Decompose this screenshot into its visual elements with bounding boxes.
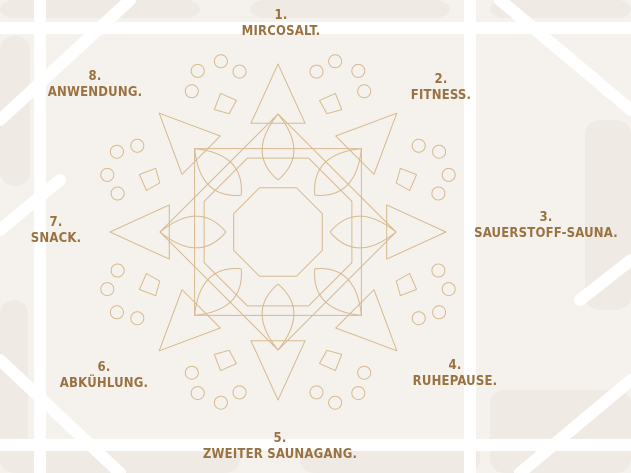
ornament-circle: [309, 385, 324, 400]
bg-strap-line: [0, 174, 66, 236]
step-5: 5. ZWEITER SAUNAGANG.: [203, 431, 357, 463]
small-kite: [138, 273, 161, 297]
step-3-number: 3.: [539, 210, 553, 225]
petal-shape: [194, 268, 242, 316]
ornament-circle: [232, 385, 247, 400]
ornament-circle: [232, 64, 247, 79]
step-4-label: RUHEPAUSE.: [412, 374, 498, 389]
petal-shape: [329, 215, 397, 249]
ornament-circle: [441, 282, 456, 297]
step-4-number: 4.: [448, 358, 462, 373]
ornament-circle: [100, 282, 115, 297]
petal-shape: [194, 148, 242, 196]
ornament-circle: [110, 263, 125, 278]
bg-strap-line: [0, 354, 126, 473]
step-7-label: SNACK.: [30, 231, 82, 246]
petal-shape: [261, 113, 295, 181]
step-1: 1. MIRCOSALT.: [242, 8, 321, 40]
ornament-circle: [441, 167, 456, 182]
ornament-circle: [432, 144, 447, 159]
star-square: [194, 148, 362, 316]
ornament-circle: [432, 305, 447, 320]
outer-point-triangle: [250, 340, 306, 401]
ornament-circle: [411, 311, 426, 326]
ornament-circle: [190, 386, 205, 401]
step-3-label: SAUERSTOFF-SAUNA.: [474, 226, 618, 241]
outer-point-triangle: [386, 204, 447, 260]
step-2-number: 2.: [434, 72, 448, 87]
outer-point-triangle: [109, 204, 170, 260]
ornament-circle: [184, 365, 199, 380]
petal-shape: [314, 268, 362, 316]
step-5-number: 5.: [273, 431, 287, 446]
step-5-label: ZWEITER SAUNAGANG.: [202, 447, 358, 462]
outer-point-triangle: [335, 112, 398, 175]
small-kite: [213, 92, 237, 115]
bg-strap-line: [574, 254, 631, 306]
ornament-circle: [184, 84, 199, 99]
step-6-number: 6.: [97, 360, 111, 375]
bg-tile: [0, 0, 200, 18]
ornament-circle: [190, 63, 205, 78]
step-6: 6. ABKÜHLUNG.: [60, 360, 148, 392]
ornament-circle: [130, 138, 145, 153]
step-2-label: FITNESS.: [410, 88, 472, 103]
star-square: [159, 113, 397, 351]
step-8: 8. ANWENDUNG.: [48, 69, 143, 101]
bg-tile: [300, 445, 480, 473]
bg-tile: [250, 0, 450, 18]
step-3: 3. SAUERSTOFF-SAUNA.: [474, 210, 618, 242]
small-kite: [319, 92, 343, 115]
petal-shape: [159, 215, 227, 249]
ornament-circle: [357, 365, 372, 380]
step-6-label: ABKÜHLUNG.: [59, 376, 149, 391]
outer-point-triangle: [335, 289, 398, 352]
small-kite: [395, 167, 418, 191]
middle-octagon: [203, 157, 353, 307]
ornament-circle: [328, 395, 343, 410]
small-kite: [213, 349, 237, 372]
step-4: 4. RUHEPAUSE.: [413, 358, 498, 390]
bg-strap-line: [494, 0, 631, 116]
bg-strap-line: [0, 0, 136, 126]
ornament-circle: [109, 144, 124, 159]
ornament-circle: [109, 305, 124, 320]
ornament-circle: [431, 186, 446, 201]
ornament-circle: [328, 54, 343, 69]
ornament-circle: [110, 186, 125, 201]
outer-point-triangle: [250, 63, 306, 124]
step-7-number: 7.: [49, 215, 63, 230]
small-kite: [138, 167, 161, 191]
petal-shape: [314, 148, 362, 196]
ornament-circle: [351, 63, 366, 78]
ornament-circle: [431, 263, 446, 278]
ornament-circle: [309, 64, 324, 79]
step-1-number: 1.: [274, 8, 288, 23]
ornament-circle: [130, 311, 145, 326]
mandala-group: [100, 54, 456, 410]
bg-strap-line: [514, 374, 631, 473]
outer-point-triangle: [158, 289, 221, 352]
outer-point-triangle: [158, 112, 221, 175]
ornament-circle: [351, 386, 366, 401]
ornament-circle: [213, 54, 228, 69]
step-7: 7. SNACK.: [31, 215, 82, 247]
ornament-circle: [100, 167, 115, 182]
step-2: 2. FITNESS.: [411, 72, 471, 104]
ornament-circle: [411, 138, 426, 153]
petal-shape: [261, 283, 295, 351]
step-1-label: MIRCOSALT.: [241, 24, 321, 39]
ornament-circle: [357, 84, 372, 99]
inner-octagon: [233, 187, 323, 277]
small-kite: [319, 349, 343, 372]
small-kite: [395, 273, 418, 297]
step-8-number: 8.: [88, 69, 102, 84]
step-8-label: ANWENDUNG.: [47, 85, 143, 100]
ornament-circle: [213, 395, 228, 410]
